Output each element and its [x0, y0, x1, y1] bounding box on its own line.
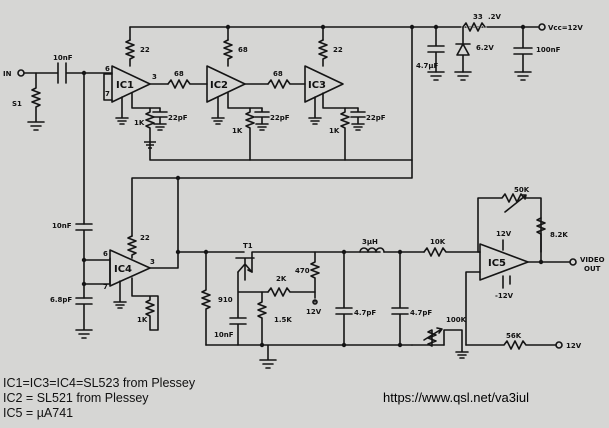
resistor-50k: [477, 193, 542, 263]
pot-100k: [423, 327, 443, 347]
inductor-3uh: [359, 247, 385, 253]
label-r82k: 8.2K: [550, 231, 568, 239]
label-c47uf: 4.7µF: [416, 62, 439, 70]
label-r1k-1: 1K: [134, 119, 145, 127]
label-c47pf-2: 4.7pF: [410, 309, 432, 317]
cap-22pf-2: [254, 107, 270, 131]
label-r1k-2: 1K: [232, 127, 243, 135]
label-c22pf-1: 22pF: [168, 114, 188, 122]
label-ic5: IC5: [488, 258, 506, 269]
cap-10nf-t1: [229, 271, 269, 346]
resistor-1-5k: [257, 291, 267, 346]
label-s1: S1: [12, 100, 22, 108]
label-r68-series1: 68: [174, 70, 184, 78]
label-r22-a: 22: [140, 46, 150, 54]
cap-4-7uf: [427, 26, 445, 73]
label-c100nf: 100nF: [536, 46, 561, 54]
label-r2k: 2K: [276, 275, 287, 283]
label-c22pf-2: 22pF: [270, 114, 290, 122]
label-r1k-ic4: 1K: [137, 316, 148, 324]
label-r22-ic4: 22: [140, 234, 150, 242]
label-vm12: -12V: [495, 292, 514, 300]
resistor-2k: [267, 287, 316, 297]
resistor-s1: [27, 72, 45, 131]
source-url: https://www.qsl.net/va3iul: [383, 390, 529, 405]
label-r1k-3: 1K: [329, 127, 340, 135]
resistor-33: [462, 22, 486, 32]
vcc-terminal: [538, 23, 546, 31]
resistor-22-ic1: [125, 39, 135, 67]
ic5-opamp: [479, 243, 529, 281]
label-pin7-b: 7: [103, 283, 108, 291]
cap-10nf-left: [75, 223, 93, 299]
ic3-amplifier: [304, 65, 344, 103]
resistor-56k: [465, 340, 557, 350]
cap-4-7pf-1: [335, 251, 353, 346]
label-v12-470: 12V: [306, 308, 322, 316]
label-c-in: 10nF: [53, 54, 73, 62]
note-ic5: IC5 = µA741: [3, 406, 74, 420]
cap-6-8pf: [75, 297, 93, 339]
label-pin6-a: 6: [105, 65, 110, 73]
resistor-68-b: [267, 79, 306, 89]
label-r56k: 56K: [506, 332, 522, 340]
transistor-t1: [235, 257, 255, 281]
label-ic1: IC1: [116, 80, 134, 91]
ic1-amplifier: [111, 65, 151, 103]
label-r470: 470: [295, 267, 310, 275]
label-r33: 33: [473, 13, 483, 21]
label-r910: 910: [218, 296, 233, 304]
resistor-470: [310, 251, 320, 303]
resistor-68-a: [167, 79, 208, 89]
input-terminal: [17, 69, 25, 77]
label-c22pf-3: 22pF: [366, 114, 386, 122]
label-t1: T1: [243, 242, 253, 250]
rail-to-ic4: [131, 26, 413, 237]
label-ic2: IC2: [210, 80, 228, 91]
note-ic1-ic3-ic4: IC1=IC3=IC4=SL523 from Plessey: [3, 376, 196, 390]
label-z62: 6.2V: [476, 44, 494, 52]
label-pin3-a: 3: [152, 73, 157, 81]
label-pin6-b: 6: [103, 250, 108, 258]
resistor-10k: [423, 247, 481, 257]
resistor-68-ic2: [223, 39, 233, 67]
cap-22pf-3: [350, 107, 366, 131]
resistor-22-ic3: [318, 39, 328, 67]
label-r68-a: 68: [238, 46, 248, 54]
label-r50k: 50K: [514, 186, 530, 194]
label-v12-top: 12V: [496, 230, 512, 238]
label-c10nf-left: 10nF: [52, 222, 72, 230]
ic2-amplifier: [206, 65, 246, 103]
label-l3uh: 3µH: [362, 238, 378, 246]
cap-22pf-1: [152, 107, 168, 131]
label-r68-series2: 68: [273, 70, 283, 78]
label-r10k: 10K: [430, 238, 446, 246]
label-pin3-b: 3: [150, 258, 155, 266]
label-in: IN: [3, 70, 12, 78]
label-c68pf: 6.8pF: [50, 296, 72, 304]
resistor-8-2k: [536, 217, 546, 253]
label-ic3: IC3: [308, 80, 326, 91]
cap-4-7pf-2: [391, 251, 409, 346]
label-vcc: Vcc=12V: [548, 24, 583, 32]
label-ic4: IC4: [114, 264, 132, 275]
label-c10nf-t1: 10nF: [214, 331, 234, 339]
label-v12-right: 12V: [566, 342, 582, 350]
note-ic2: IC2 = SL521 from Plessey: [3, 391, 149, 405]
label-r100k: 100K: [446, 316, 467, 324]
label-c47pf-1: 4.7pF: [354, 309, 376, 317]
label-v2: .2V: [488, 13, 502, 21]
label-r15k: 1.5K: [274, 316, 292, 324]
resistor-910: [201, 251, 245, 346]
cap-10nf-input: [23, 62, 113, 84]
video-out-terminal: [569, 258, 577, 266]
cap-100nf: [513, 26, 533, 73]
label-pin7-a: 7: [105, 90, 110, 98]
zener-6-2v: [455, 26, 471, 73]
label-r22-b: 22: [333, 46, 343, 54]
resistor-22-ic4: [127, 235, 137, 259]
